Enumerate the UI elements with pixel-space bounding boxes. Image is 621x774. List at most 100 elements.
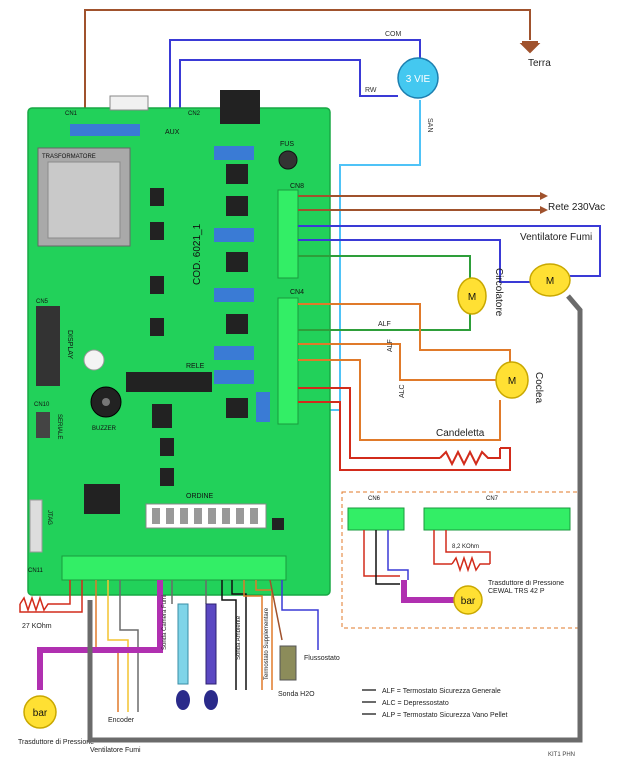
seriale-label: SERIALE xyxy=(56,414,62,439)
cn7-label: CN7 xyxy=(486,496,499,502)
coclea-label: Coclea xyxy=(533,372,544,404)
cn8-terminal xyxy=(277,189,299,279)
svg-text:M: M xyxy=(468,292,476,303)
jtag-connector xyxy=(29,499,43,553)
sonda-camera-probe xyxy=(171,580,190,710)
fuse xyxy=(278,150,298,170)
serial-connector xyxy=(36,412,50,438)
ventilatore-wires xyxy=(298,225,601,283)
ordine-label: ORDINE xyxy=(186,493,214,500)
cn1-connector xyxy=(70,124,140,136)
circolatore-wires xyxy=(298,255,471,331)
cn1-label: CN1 xyxy=(65,111,78,117)
terra-wire xyxy=(84,9,531,118)
ntc-wires xyxy=(19,580,83,613)
cn4-label: CN4 xyxy=(290,289,304,296)
sonda-camera-label: Sonda Camera Fumi xyxy=(162,595,168,650)
svg-text:M: M xyxy=(508,376,516,387)
encoder-wires xyxy=(95,580,139,712)
ntc-resistor xyxy=(19,595,52,613)
three-way-valve: 3 VIE xyxy=(397,57,439,99)
transformer-label: TRASFORMATORE xyxy=(42,154,96,160)
sonda-h2o xyxy=(269,579,297,681)
encoder-label: Encoder xyxy=(108,717,135,724)
transducer-right-cable xyxy=(401,580,454,603)
termostato-label: Termostato Supplementare xyxy=(264,607,270,680)
top-terminal xyxy=(109,95,149,111)
ventilatore-gray-cable xyxy=(87,294,583,743)
candeletta-label: Candeletta xyxy=(436,428,485,439)
candeletta-resistor xyxy=(439,448,501,467)
jtag-label: JTAG xyxy=(46,510,52,525)
rete-label: Rete 230Vac xyxy=(548,202,605,213)
led-indicator xyxy=(83,349,105,371)
legend-alf: ALF = Termostato Sicurezza Generale xyxy=(382,688,501,695)
transducer-left: bar xyxy=(23,695,57,729)
cn7-wires xyxy=(433,530,491,565)
svg-text:M: M xyxy=(546,276,554,287)
display-connector xyxy=(36,306,60,386)
ordine-dip-switch xyxy=(145,503,267,529)
legend-alc: ALC = Depressostato xyxy=(382,700,449,707)
rw-wire xyxy=(179,59,398,118)
cn5-label: CN5 xyxy=(36,299,49,305)
flussostato-wires xyxy=(281,580,319,650)
terra-symbol xyxy=(519,41,541,54)
terra-label: Terra xyxy=(528,58,551,69)
com-label: COM xyxy=(385,31,402,38)
ntc-label: 27 KOhm xyxy=(22,623,52,630)
cn7-connector xyxy=(423,507,571,531)
coclea-wires xyxy=(298,303,511,441)
ventilatore-label: Ventilatore Fumi xyxy=(520,232,592,243)
rw-label: RW xyxy=(365,87,377,94)
cn6-label: CN6 xyxy=(368,496,381,502)
ic-chips xyxy=(84,188,284,530)
flussostato-label: Flussostato xyxy=(304,655,340,662)
transducer-left-cable xyxy=(37,580,163,690)
valve-label: 3 VIE xyxy=(406,74,431,85)
circolatore-motor: M xyxy=(457,277,487,315)
board-code: COD. 6021_1 xyxy=(192,223,203,285)
ventilatore-bottom-label: Ventilatore Fumi xyxy=(90,747,141,754)
coclea-motor: M xyxy=(495,361,529,399)
rete-wires xyxy=(298,195,540,211)
alp-mark: ALF xyxy=(387,339,394,352)
transducer-right-label: Trasduttore di Pressione CEWAL TRS 42 P xyxy=(488,580,564,596)
cn11-label: CN11 xyxy=(28,568,44,574)
diagram-code: KIT1 PHN xyxy=(548,752,575,758)
ventilatore-fumi-motor: M xyxy=(529,263,571,297)
sonda-ambiente-wires xyxy=(221,580,247,690)
sonda-ambiente-label: Sonda Ambiente xyxy=(236,615,242,660)
sonda-h2o-label: Sonda H2O xyxy=(278,691,315,698)
buzzer-label: BUZZER xyxy=(92,426,117,432)
alf-label: ALF xyxy=(378,321,391,328)
display-label: DISPLAY xyxy=(66,330,73,359)
svg-text:bar: bar xyxy=(33,708,48,719)
cn7-resistor xyxy=(451,555,490,573)
inductor-component xyxy=(220,90,260,124)
aux-label: AUX xyxy=(165,129,180,136)
transducer-left-label: Trasduttore di Pressione xyxy=(18,739,94,746)
cn2-label: CN2 xyxy=(188,111,201,117)
legend: ALF = Termostato Sicurezza Generale ALC … xyxy=(362,688,508,719)
cn8-label: CN8 xyxy=(290,183,304,190)
relays-label: RELE xyxy=(186,363,205,370)
relay-column xyxy=(214,146,270,422)
termostato-wires xyxy=(243,580,273,690)
cn10-label: CN10 xyxy=(34,402,50,408)
com-wire xyxy=(169,39,421,118)
cn6-connector xyxy=(347,507,405,531)
legend-alp: ALP = Termostato Sicurezza Vano Pellet xyxy=(382,712,508,719)
sonda-ambiente-probe xyxy=(204,580,218,710)
san-label: SAN xyxy=(426,118,433,132)
transducer-right-wires xyxy=(363,530,409,585)
alc-label: ALC xyxy=(399,384,406,398)
transducer-right: bar xyxy=(453,585,483,615)
bottom-terminal-strip xyxy=(61,555,287,581)
circolatore-label: Circolatore xyxy=(493,268,504,317)
cn4-terminal xyxy=(277,297,299,425)
svg-text:bar: bar xyxy=(461,596,476,607)
candeletta-wires xyxy=(298,387,511,471)
cn7-resistor-label: 8,2 KOhm xyxy=(452,544,479,550)
